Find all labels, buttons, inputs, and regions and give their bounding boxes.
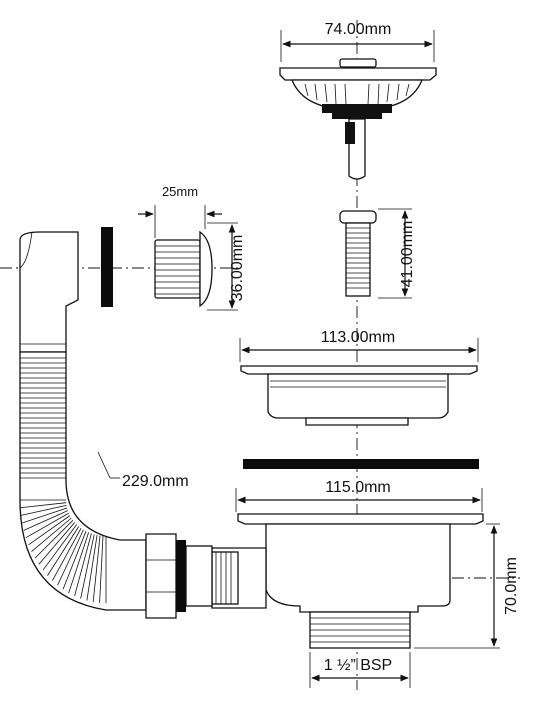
strainer-basket xyxy=(279,30,437,180)
connecting-bolt xyxy=(339,208,412,299)
sink-flange xyxy=(239,338,479,426)
overflow-washer xyxy=(101,227,113,307)
bolt-length-label: 41.00mm xyxy=(399,221,416,288)
plug-length-label: 25mm xyxy=(162,184,198,199)
thread-size-label: 1 ½” BSP xyxy=(324,657,392,674)
waste-body xyxy=(211,488,500,688)
sealing-washer xyxy=(243,459,479,469)
body-height-label: 70.0mm xyxy=(503,557,520,615)
hose-length-label: 229.0mm xyxy=(122,473,189,490)
overflow-hose xyxy=(19,231,213,619)
flange-width-label: 113.00mm xyxy=(321,329,395,346)
overflow-plug xyxy=(138,205,238,311)
washer-width-label: 115.0mm xyxy=(325,479,391,496)
strainer-width-label: 74.00mm xyxy=(325,21,392,38)
plug-diameter-label: 36.00mm xyxy=(229,235,246,302)
